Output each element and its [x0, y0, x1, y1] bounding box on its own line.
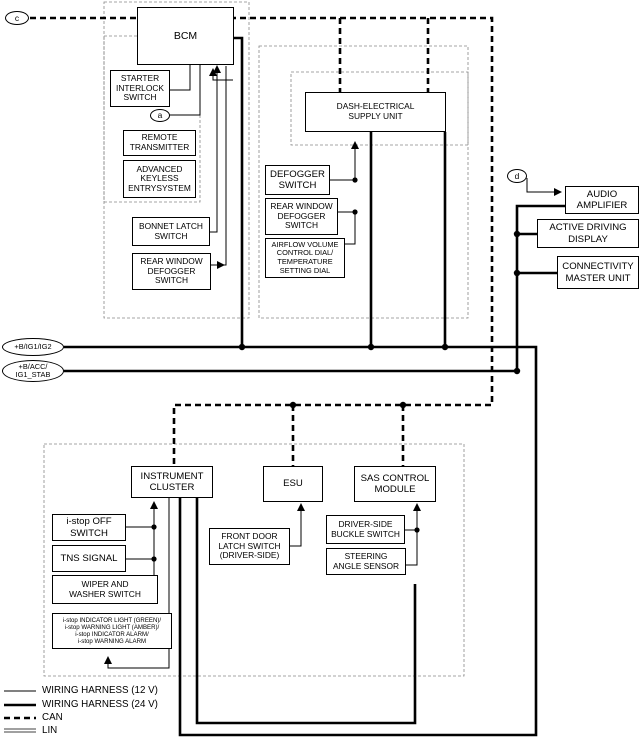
bonnet-latch-switch: BONNET LATCH SWITCH	[132, 217, 210, 246]
connector-c: c	[5, 11, 29, 25]
power-acc-connector: +B/ACC/ IG1_STAB	[2, 360, 64, 382]
junction-dots	[151, 177, 521, 562]
sas-control-module: SAS CONTROL MODULE	[354, 466, 436, 502]
driver-side-buckle-switch: DRIVER-SIDE BUCKLE SWITCH	[326, 515, 405, 544]
advanced-keyless-entry-system: ADVANCED KEYLESS ENTRYSYSTEM	[123, 160, 196, 198]
bcm-group-outline	[103, 1, 250, 319]
defogger-switch: DEFOGGER SWITCH	[265, 165, 330, 195]
legend-can: CAN	[42, 712, 63, 723]
power-ig-connector: +B/IG1/IG2	[2, 338, 64, 356]
istop-indicator-warning-box: i-stop INDICATOR LIGHT (GREEN)/ i-stop W…	[52, 613, 172, 649]
cluster-group-outline	[43, 443, 465, 677]
rear-window-defogger-switch-bcm: REAR WINDOW DEFOGGER SWITCH	[132, 253, 211, 290]
legend-12v: WIRING HARNESS (12 V)	[42, 685, 158, 696]
starter-interlock-switch: STARTER INTERLOCK SWITCH	[110, 70, 170, 107]
can-lines	[30, 16, 494, 466]
front-door-latch-switch: FRONT DOOR LATCH SWITCH (DRIVER-SIDE)	[209, 528, 290, 565]
audio-amplifier-module: AUDIO AMPLIFIER	[565, 186, 639, 214]
legend-lin: LIN	[42, 725, 58, 736]
legend-24v: WIRING HARNESS (24 V)	[42, 699, 158, 710]
tns-signal: TNS SIGNAL	[52, 545, 126, 572]
bcm-module: BCM	[137, 7, 234, 65]
legend-samples	[4, 690, 36, 733]
remote-transmitter: REMOTE TRANSMITTER	[123, 130, 196, 156]
connector-a: a	[150, 109, 170, 122]
harness-24v-lines	[64, 36, 565, 737]
connector-d: d	[507, 169, 527, 183]
steering-angle-sensor: STEERING ANGLE SENSOR	[326, 548, 406, 575]
rear-window-defogger-switch-dash: REAR WINDOW DEFOGGER SWITCH	[265, 198, 338, 235]
instrument-cluster-module: INSTRUMENT CLUSTER	[131, 466, 213, 498]
dash-group-outline	[258, 45, 469, 319]
dash-electrical-supply-unit: DASH-ELECTRICAL SUPPLY UNIT	[305, 92, 446, 132]
airflow-volume-control-dial: AIRFLOW VOLUME CONTROL DIAL/ TEMPERATURE…	[265, 238, 345, 278]
wiper-washer-switch: WIPER AND WASHER SWITCH	[52, 575, 158, 604]
esu-module: ESU	[263, 466, 323, 502]
istop-off-switch: i-stop OFF SWITCH	[52, 514, 126, 541]
connectivity-master-unit: CONNECTIVITY MASTER UNIT	[557, 256, 639, 289]
active-driving-display-module: ACTIVE DRIVING DISPLAY	[537, 219, 639, 248]
